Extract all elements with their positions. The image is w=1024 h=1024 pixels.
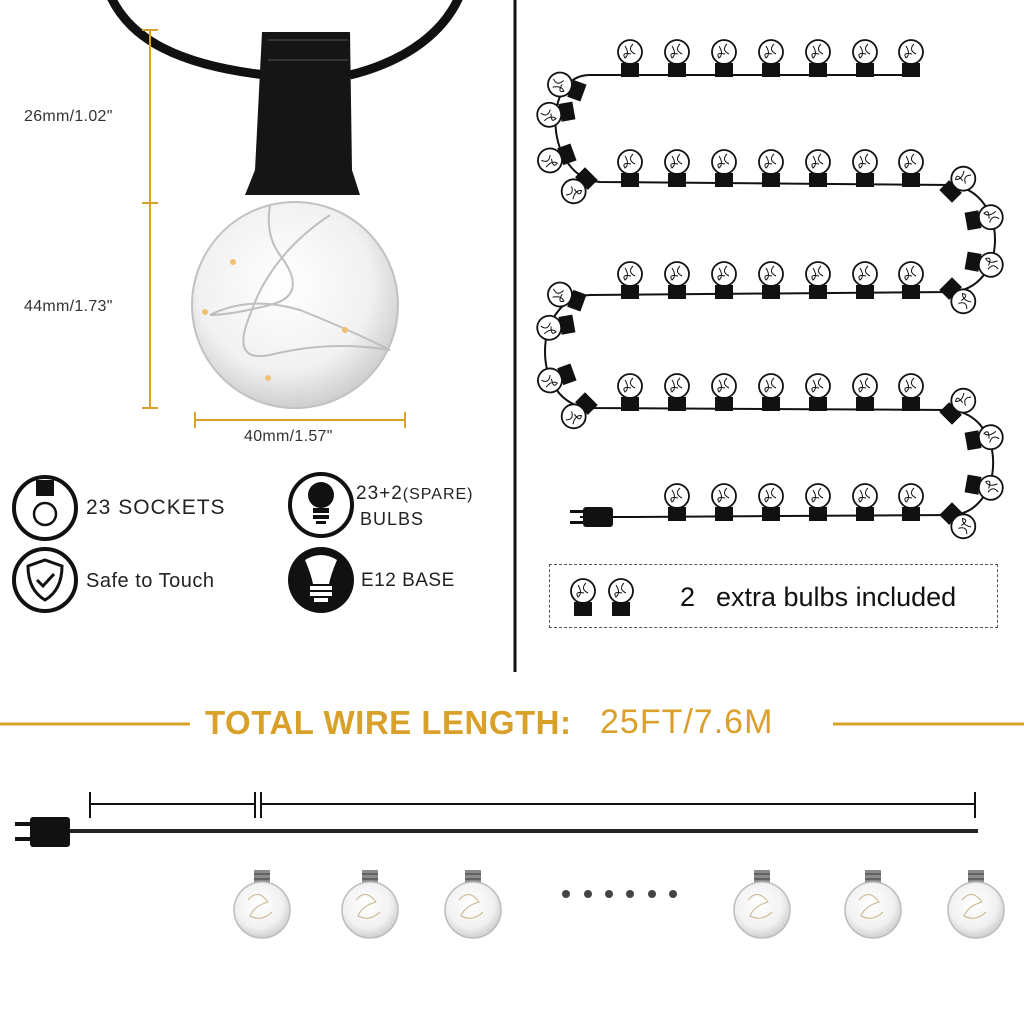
extra-count: 2 xyxy=(680,582,696,612)
bulb-icon xyxy=(288,472,354,538)
base-text: E12 BASE xyxy=(361,570,455,591)
cap-height-label: 26mm/1.02" xyxy=(24,108,113,125)
extra-text: extra bulbs included xyxy=(716,582,957,612)
base-icon xyxy=(288,547,354,613)
bulbs-count-text: 23+2(SPARE) xyxy=(356,483,474,505)
safe-text: Safe to Touch xyxy=(86,570,215,592)
bulb-cap xyxy=(245,32,360,195)
bulbs-count: 23+2 xyxy=(356,483,403,504)
total-length-label: TOTAL WIRE LENGTH: xyxy=(205,704,572,741)
bottom-plug-icon xyxy=(15,817,70,847)
bulb-width-label: 40mm/1.57" xyxy=(244,428,333,445)
bulb-height-label: 44mm/1.73" xyxy=(24,298,113,315)
socket-icon xyxy=(12,475,78,541)
large-bulb-glass xyxy=(191,201,399,409)
ellipsis-dots xyxy=(562,890,677,898)
bulbs-spare: (SPARE) xyxy=(402,486,474,503)
extra-bulbs-box xyxy=(549,564,998,628)
dimension-lines xyxy=(142,29,406,428)
length-brackets xyxy=(89,792,976,818)
sockets-text: 23 SOCKETS xyxy=(86,496,226,519)
bottom-bulbs xyxy=(233,869,1005,939)
bulbs-text: BULBS xyxy=(360,509,425,529)
total-length-value: 25FT/7.6M xyxy=(600,703,774,741)
shield-icon xyxy=(12,547,78,613)
plug-icon xyxy=(570,507,613,527)
